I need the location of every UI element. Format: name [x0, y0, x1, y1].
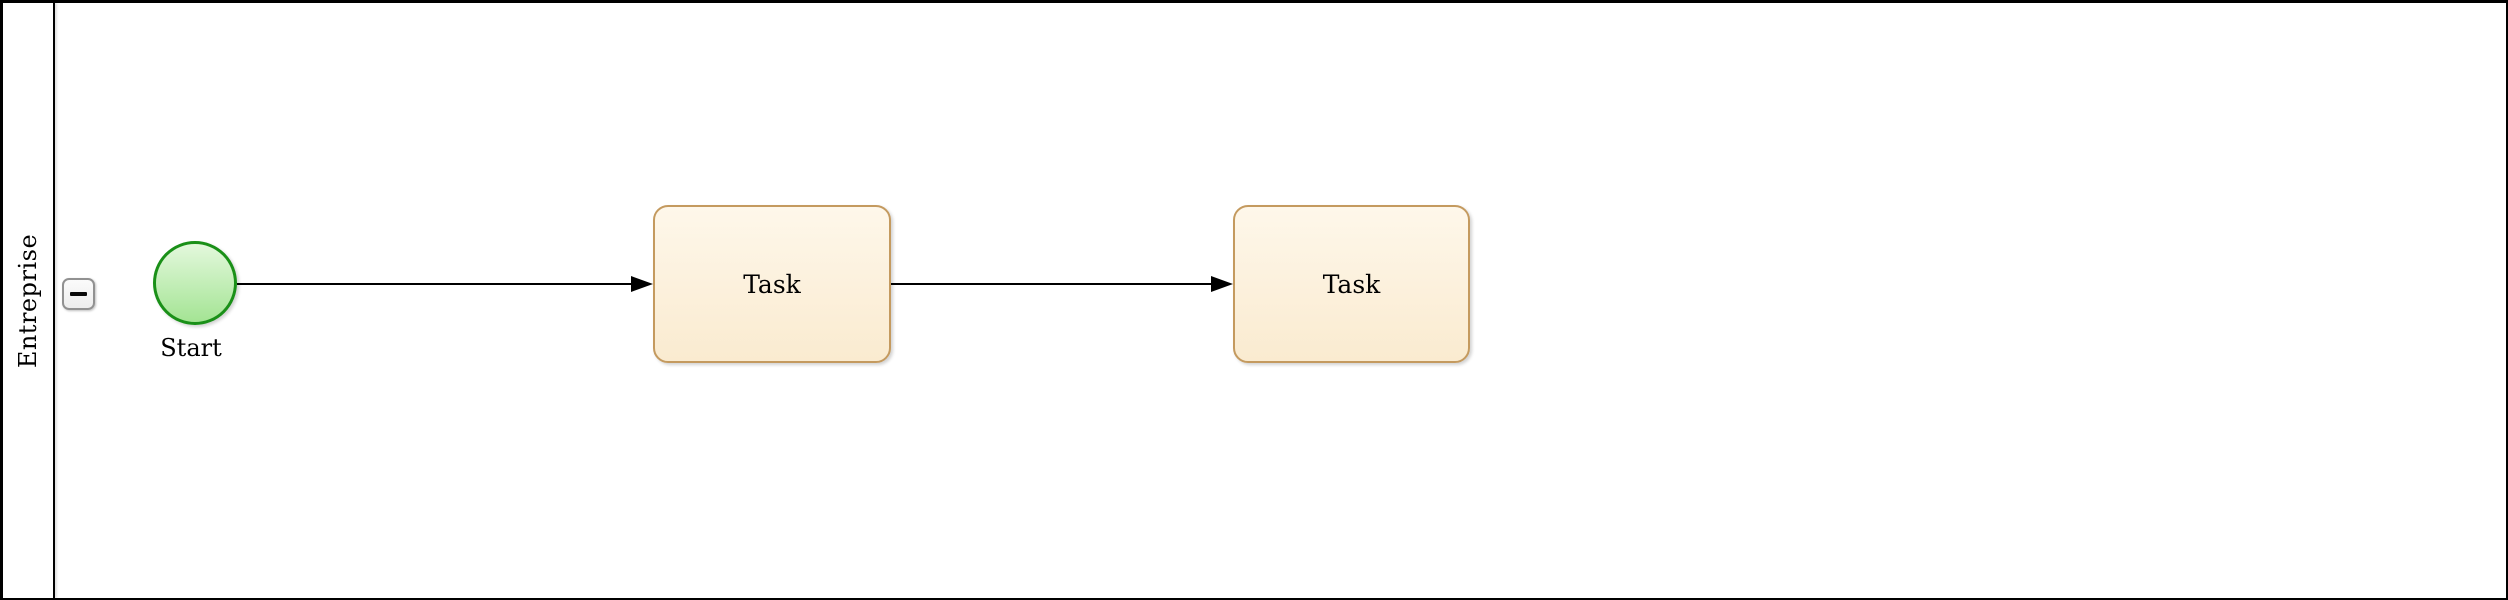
start-event-label: Start [160, 334, 222, 362]
start-event-node[interactable] [153, 241, 237, 325]
task-1-label: Task [743, 269, 801, 299]
task-node-2[interactable]: Task [1233, 205, 1470, 363]
arrowhead-icon [631, 276, 653, 292]
collapse-pool-button[interactable] [62, 278, 95, 310]
minus-icon [70, 292, 87, 296]
sequence-flow-edge[interactable] [891, 283, 1215, 285]
task-2-label: Task [1322, 269, 1381, 299]
sequence-flow-edge[interactable] [237, 283, 635, 285]
pool-title: Entreprise [14, 233, 43, 368]
arrowhead-icon [1211, 276, 1233, 292]
task-node-1[interactable]: Task [653, 205, 891, 363]
pool-lane-header[interactable]: Entreprise [3, 3, 55, 598]
